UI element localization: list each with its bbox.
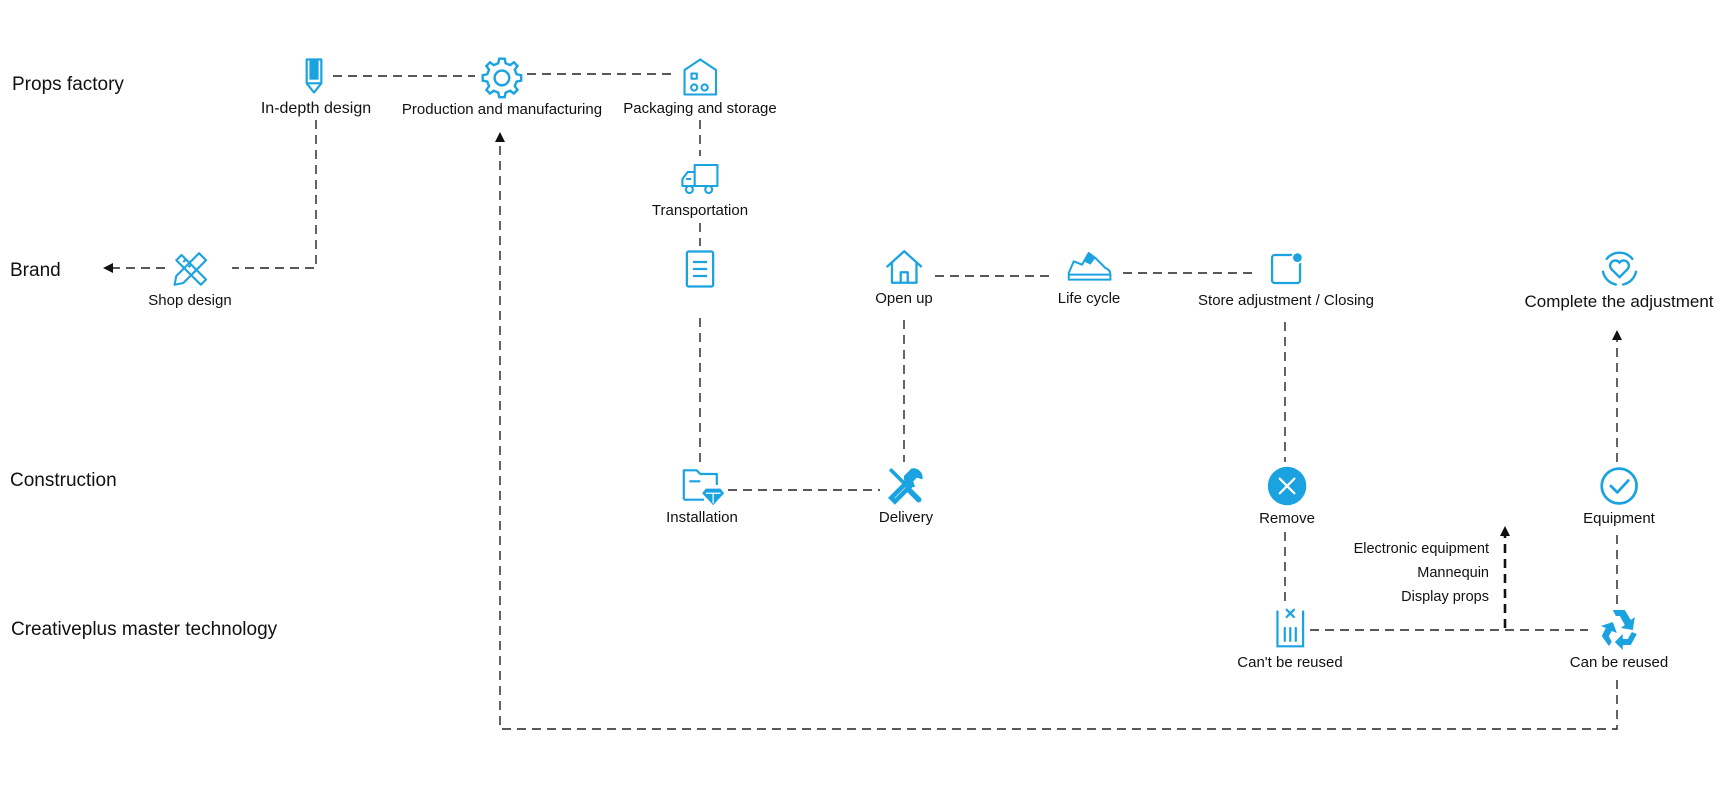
heart-cycle-icon bbox=[1601, 251, 1637, 286]
wrench-screwdriver-icon bbox=[888, 468, 923, 505]
node-document bbox=[679, 248, 721, 290]
node-label: Life cycle bbox=[1057, 290, 1121, 307]
node-transportation: Transportation bbox=[652, 158, 748, 219]
node-label: Remove bbox=[1259, 510, 1315, 527]
home-icon bbox=[885, 250, 923, 284]
node-can-reuse: Can be reused bbox=[1570, 604, 1668, 671]
sneaker-icon bbox=[1068, 252, 1112, 281]
gear-icon bbox=[481, 57, 523, 99]
ruler-pencil-icon bbox=[173, 252, 207, 286]
node-label: Delivery bbox=[878, 509, 934, 526]
folder-diamond-icon bbox=[682, 469, 724, 506]
check-circle-icon bbox=[1600, 467, 1638, 505]
lane-brand: Brand bbox=[10, 260, 61, 281]
lane-master-technology: Creativeplus master technology bbox=[11, 619, 278, 640]
node-label: Packaging and storage bbox=[623, 100, 777, 117]
node-delivery: Delivery bbox=[879, 463, 933, 526]
node-label: In-depth design bbox=[260, 100, 372, 117]
node-label: Shop design bbox=[148, 292, 232, 309]
node-store-adjustment: Store adjustment / Closing bbox=[1198, 248, 1374, 309]
connector-design-shop bbox=[232, 120, 317, 269]
recycle-icon bbox=[1601, 610, 1637, 650]
lane-construction: Construction bbox=[10, 470, 117, 491]
node-remove: Remove bbox=[1259, 464, 1315, 527]
node-label: Transportation bbox=[651, 202, 749, 219]
node-complete-adjustment: Complete the adjustment bbox=[1525, 246, 1714, 312]
node-installation: Installation bbox=[666, 463, 738, 526]
node-in-depth-design: In-depth design bbox=[261, 54, 371, 118]
node-packaging: Packaging and storage bbox=[623, 56, 777, 117]
reusable-item: Mannequin bbox=[1417, 565, 1489, 581]
document-icon bbox=[685, 250, 715, 288]
node-shop-design: Shop design bbox=[148, 248, 232, 309]
node-label: Can't be reused bbox=[1237, 654, 1343, 671]
reusable-item: Display props bbox=[1401, 589, 1489, 605]
trash-bin-icon bbox=[1276, 608, 1304, 648]
node-label: Complete the adjustment bbox=[1524, 292, 1714, 311]
notification-square-icon bbox=[1270, 251, 1304, 285]
tools-circle-icon bbox=[1267, 466, 1307, 506]
node-label: Production and manufacturing bbox=[401, 101, 603, 118]
node-cant-reuse: Can't be reused bbox=[1237, 604, 1343, 671]
truck-icon bbox=[681, 163, 719, 195]
connector-reuse-loop bbox=[495, 132, 1618, 730]
node-label: Open up bbox=[875, 290, 933, 307]
node-open-up: Open up bbox=[875, 246, 933, 307]
node-label: Equipment bbox=[1583, 510, 1655, 527]
warehouse-icon bbox=[683, 58, 717, 96]
reusable-item: Electronic equipment bbox=[1353, 541, 1489, 557]
pencil-icon bbox=[305, 58, 323, 94]
node-equipment: Equipment bbox=[1583, 464, 1655, 527]
node-label: Installation bbox=[666, 509, 738, 526]
node-life-cycle: Life cycle bbox=[1057, 248, 1121, 307]
node-label: Can be reused bbox=[1569, 654, 1669, 671]
node-label: Store adjustment / Closing bbox=[1198, 292, 1374, 309]
lane-props-factory: Props factory bbox=[12, 74, 124, 95]
node-production: Production and manufacturing bbox=[402, 55, 602, 118]
